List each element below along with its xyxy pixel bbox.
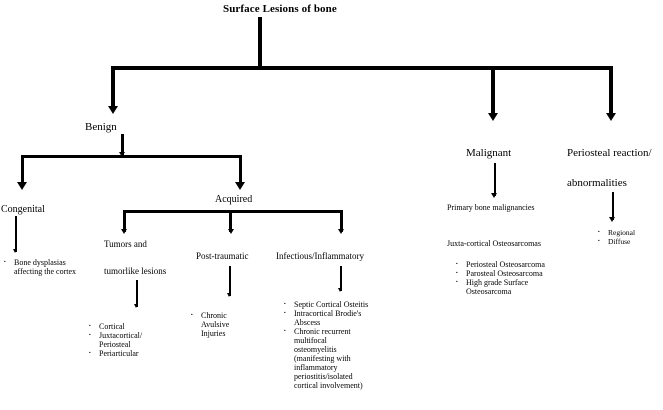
connector-tumors-drop (123, 210, 126, 232)
list-post-traumatic: Chronic Avulsive Injuries (190, 310, 275, 338)
connector-periosteal-to-list (612, 192, 614, 220)
arrow-infectious-list (338, 288, 342, 292)
connector-malignant-to-primary (494, 163, 496, 196)
diagram-title: Surface Lesions of bone (223, 3, 337, 15)
list-item: Cortical (88, 321, 188, 332)
list-item: Bone dysplasias affecting the cortex (3, 257, 98, 276)
list-malignant: Periosteal Osteosarcoma Parosteal Osteos… (455, 259, 580, 296)
arrow-infectious (338, 229, 344, 234)
list-item: Periosteal Osteosarcoma (455, 259, 580, 270)
list-infectious: Septic Cortical Osteitis Intracortical B… (283, 299, 393, 390)
node-infectious-inflammatory: Infectious/Inflammatory (276, 251, 364, 261)
node-acquired: Acquired (215, 194, 253, 205)
node-benign: Benign (85, 121, 117, 133)
list-item: Intracortical Brodie's Abscess (283, 308, 393, 327)
connector-root-stem (258, 17, 262, 68)
arrow-tumors-list (134, 304, 138, 308)
node-periosteal-reaction-line1: Periosteal reaction/ (567, 147, 652, 159)
node-tumors-line2: tumorlike lesions (104, 266, 167, 276)
list-item: Chronic recurrent multifocal osteomyelit… (283, 326, 393, 390)
arrow-malignant (488, 113, 498, 121)
arrow-acquired (235, 182, 245, 190)
connector-benign-bus (21, 155, 242, 158)
list-congenital: Bone dysplasias affecting the cortex (3, 257, 98, 276)
connector-congenital-to-list (15, 216, 17, 252)
list-item: Regional (597, 227, 659, 238)
arrow-post-traumatic (228, 229, 234, 234)
node-periosteal-reaction-line2: abnormalities (567, 177, 627, 189)
node-primary-bone-malignancies: Primary bone malignancies (447, 203, 535, 212)
node-congenital: Congenital (1, 204, 45, 215)
node-malignant: Malignant (466, 147, 512, 159)
list-item: Juxtacortical/ Periosteal (88, 330, 188, 349)
connector-malignant-drop (491, 66, 495, 115)
arrow-post-traumatic-list (227, 293, 231, 297)
list-item: Parosteal Osteosarcoma (455, 268, 580, 279)
connector-infectious-drop (340, 210, 343, 232)
connector-post-traumatic-to-list (229, 266, 231, 296)
list-item: Chronic Avulsive Injuries (190, 310, 275, 338)
node-tumors-line1: Tumors and (104, 239, 147, 249)
arrow-congenital-list (13, 249, 17, 253)
connector-acquired-stem (229, 210, 232, 232)
list-tumors: Cortical Juxtacortical/ Periosteal Peria… (88, 321, 188, 359)
arrow-primary-bone-malignancies (491, 193, 497, 198)
arrow-tumors (121, 229, 127, 234)
connector-main-bus (111, 66, 613, 70)
list-item: High grade Surface Osteosarcoma (455, 277, 580, 296)
list-item: Periarticular (88, 348, 188, 359)
connector-benign-stem (121, 134, 124, 156)
list-item: Diffuse (597, 236, 659, 247)
list-periosteal: Regional Diffuse (597, 227, 659, 247)
arrow-periosteal-list (609, 217, 615, 222)
arrow-periosteal (606, 113, 616, 121)
node-juxta-cortical-osteosarcomas: Juxta-cortical Osteosarcomas (447, 239, 541, 248)
connector-congenital-drop (21, 155, 24, 186)
arrow-benign-stem (119, 152, 125, 157)
node-post-traumatic: Post-traumatic (196, 251, 249, 261)
connector-periosteal-drop (609, 66, 613, 115)
arrow-benign (108, 106, 118, 114)
connector-acquired-bus (123, 210, 343, 213)
connector-tumors-to-list (136, 280, 138, 307)
arrow-congenital (17, 182, 27, 190)
connector-acquired-drop (239, 155, 242, 186)
connector-infectious-to-list (340, 266, 342, 291)
list-item: Septic Cortical Osteitis (283, 299, 393, 310)
connector-benign-drop (111, 66, 115, 108)
